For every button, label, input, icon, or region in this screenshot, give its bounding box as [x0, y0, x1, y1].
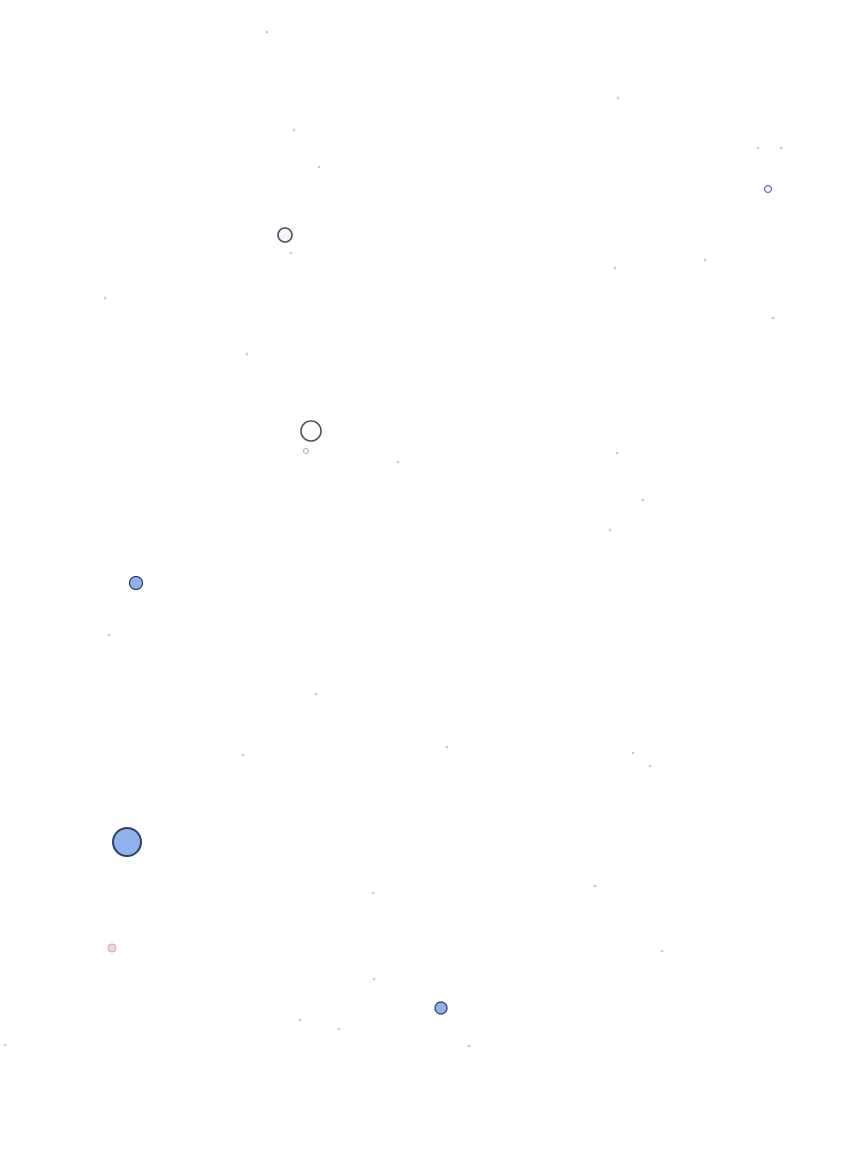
faint-speck: [608, 528, 612, 532]
faint-speck: [613, 266, 617, 270]
faint-speck: [445, 745, 449, 749]
faint-speck: [631, 751, 635, 755]
faint-speck: [615, 451, 619, 455]
faint-speck: [103, 296, 107, 300]
faint-speck: [779, 146, 783, 150]
faint-speck: [660, 949, 664, 953]
faint-speck: [771, 316, 775, 320]
faint-speck: [245, 352, 249, 356]
faint-speck: [298, 1018, 302, 1022]
faint-speck: [292, 128, 296, 132]
blue-dot: [434, 1001, 448, 1015]
large-blue-dot: [112, 827, 142, 857]
faint-speck: [265, 30, 269, 34]
hollow-dot: [277, 227, 293, 243]
faint-speck: [289, 251, 293, 255]
faint-speck: [372, 977, 376, 981]
blue-dot: [128, 575, 144, 591]
faint-speck: [3, 1043, 7, 1047]
faint-speck: [467, 1044, 471, 1048]
small-hollow-dot: [303, 448, 309, 454]
faint-speck: [703, 258, 707, 262]
faint-speck: [107, 633, 111, 637]
faint-speck: [241, 753, 245, 757]
faint-speck: [314, 692, 318, 696]
faint-speck: [641, 498, 645, 502]
faint-speck: [337, 1027, 341, 1031]
faint-speck: [317, 165, 321, 169]
dots-layer: [3, 30, 783, 1048]
faint-speck: [648, 764, 652, 768]
hollow-dot: [300, 420, 322, 442]
faint-speck: [396, 460, 400, 464]
faint-speck: [371, 891, 375, 895]
violet-dot: [763, 184, 773, 194]
faint-speck: [593, 884, 597, 888]
pink-dot: [107, 943, 117, 953]
faint-speck: [616, 96, 620, 100]
faint-speck: [756, 146, 760, 150]
